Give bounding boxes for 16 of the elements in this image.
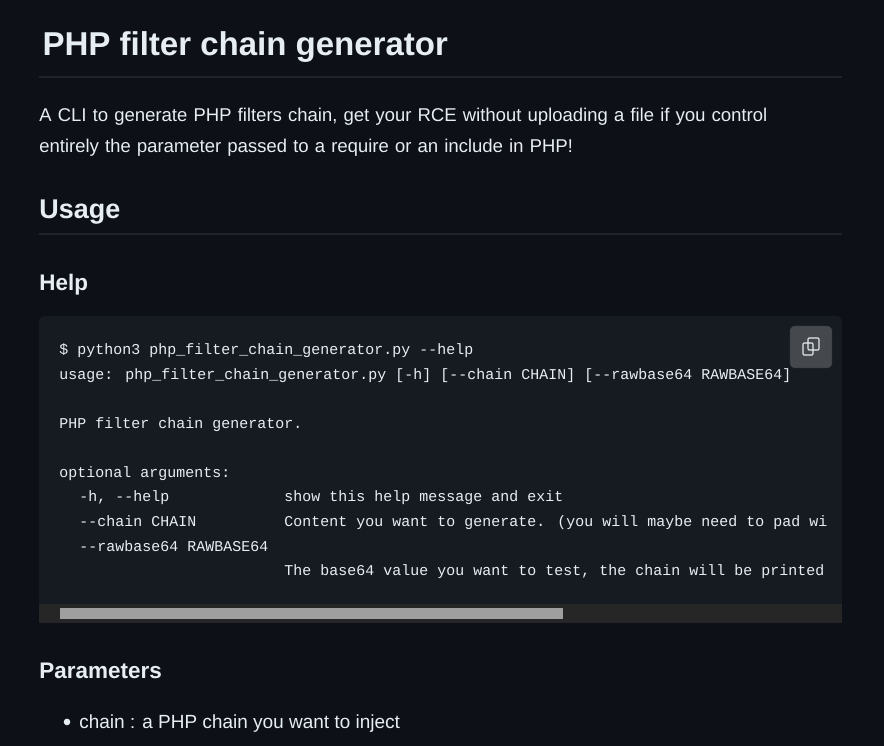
code-line: The base64 value you want to test, the chain will be printed xyxy=(284,564,823,578)
code-line: show this help message and exit xyxy=(285,490,562,504)
intro-paragraph: A CLI to generate PHP filters chain, get your RCE without uploading a file if you control entirely the parameter passed to a require or an include in PHP! xyxy=(39,108,766,156)
code-line: usage: php_filter_chain_generator.py [-h] [--chain CHAIN] [--rawbase64 RAWBASE64] xyxy=(60,368,788,382)
code-line: --rawbase64 RAWBASE64 xyxy=(82,540,268,552)
code-line: Content you want to generate. (you will maybe need to pad wi xyxy=(285,515,826,530)
section-heading: Help xyxy=(40,274,88,295)
code-line: PHP filter chain generator. xyxy=(60,417,299,432)
bullet-item: chain : a PHP chain you want to inject xyxy=(80,714,400,732)
code-line: $ python3 php_filter_chain_generator.py --help xyxy=(60,343,472,358)
code-line: optional arguments: xyxy=(60,466,227,480)
code-line: --chain CHAIN xyxy=(82,515,196,526)
section-heading: Parameters xyxy=(40,662,161,678)
page-title: PHP filter chain generator xyxy=(44,31,448,62)
code-line: -h, --help xyxy=(82,490,168,504)
section-heading: Usage xyxy=(40,199,120,224)
